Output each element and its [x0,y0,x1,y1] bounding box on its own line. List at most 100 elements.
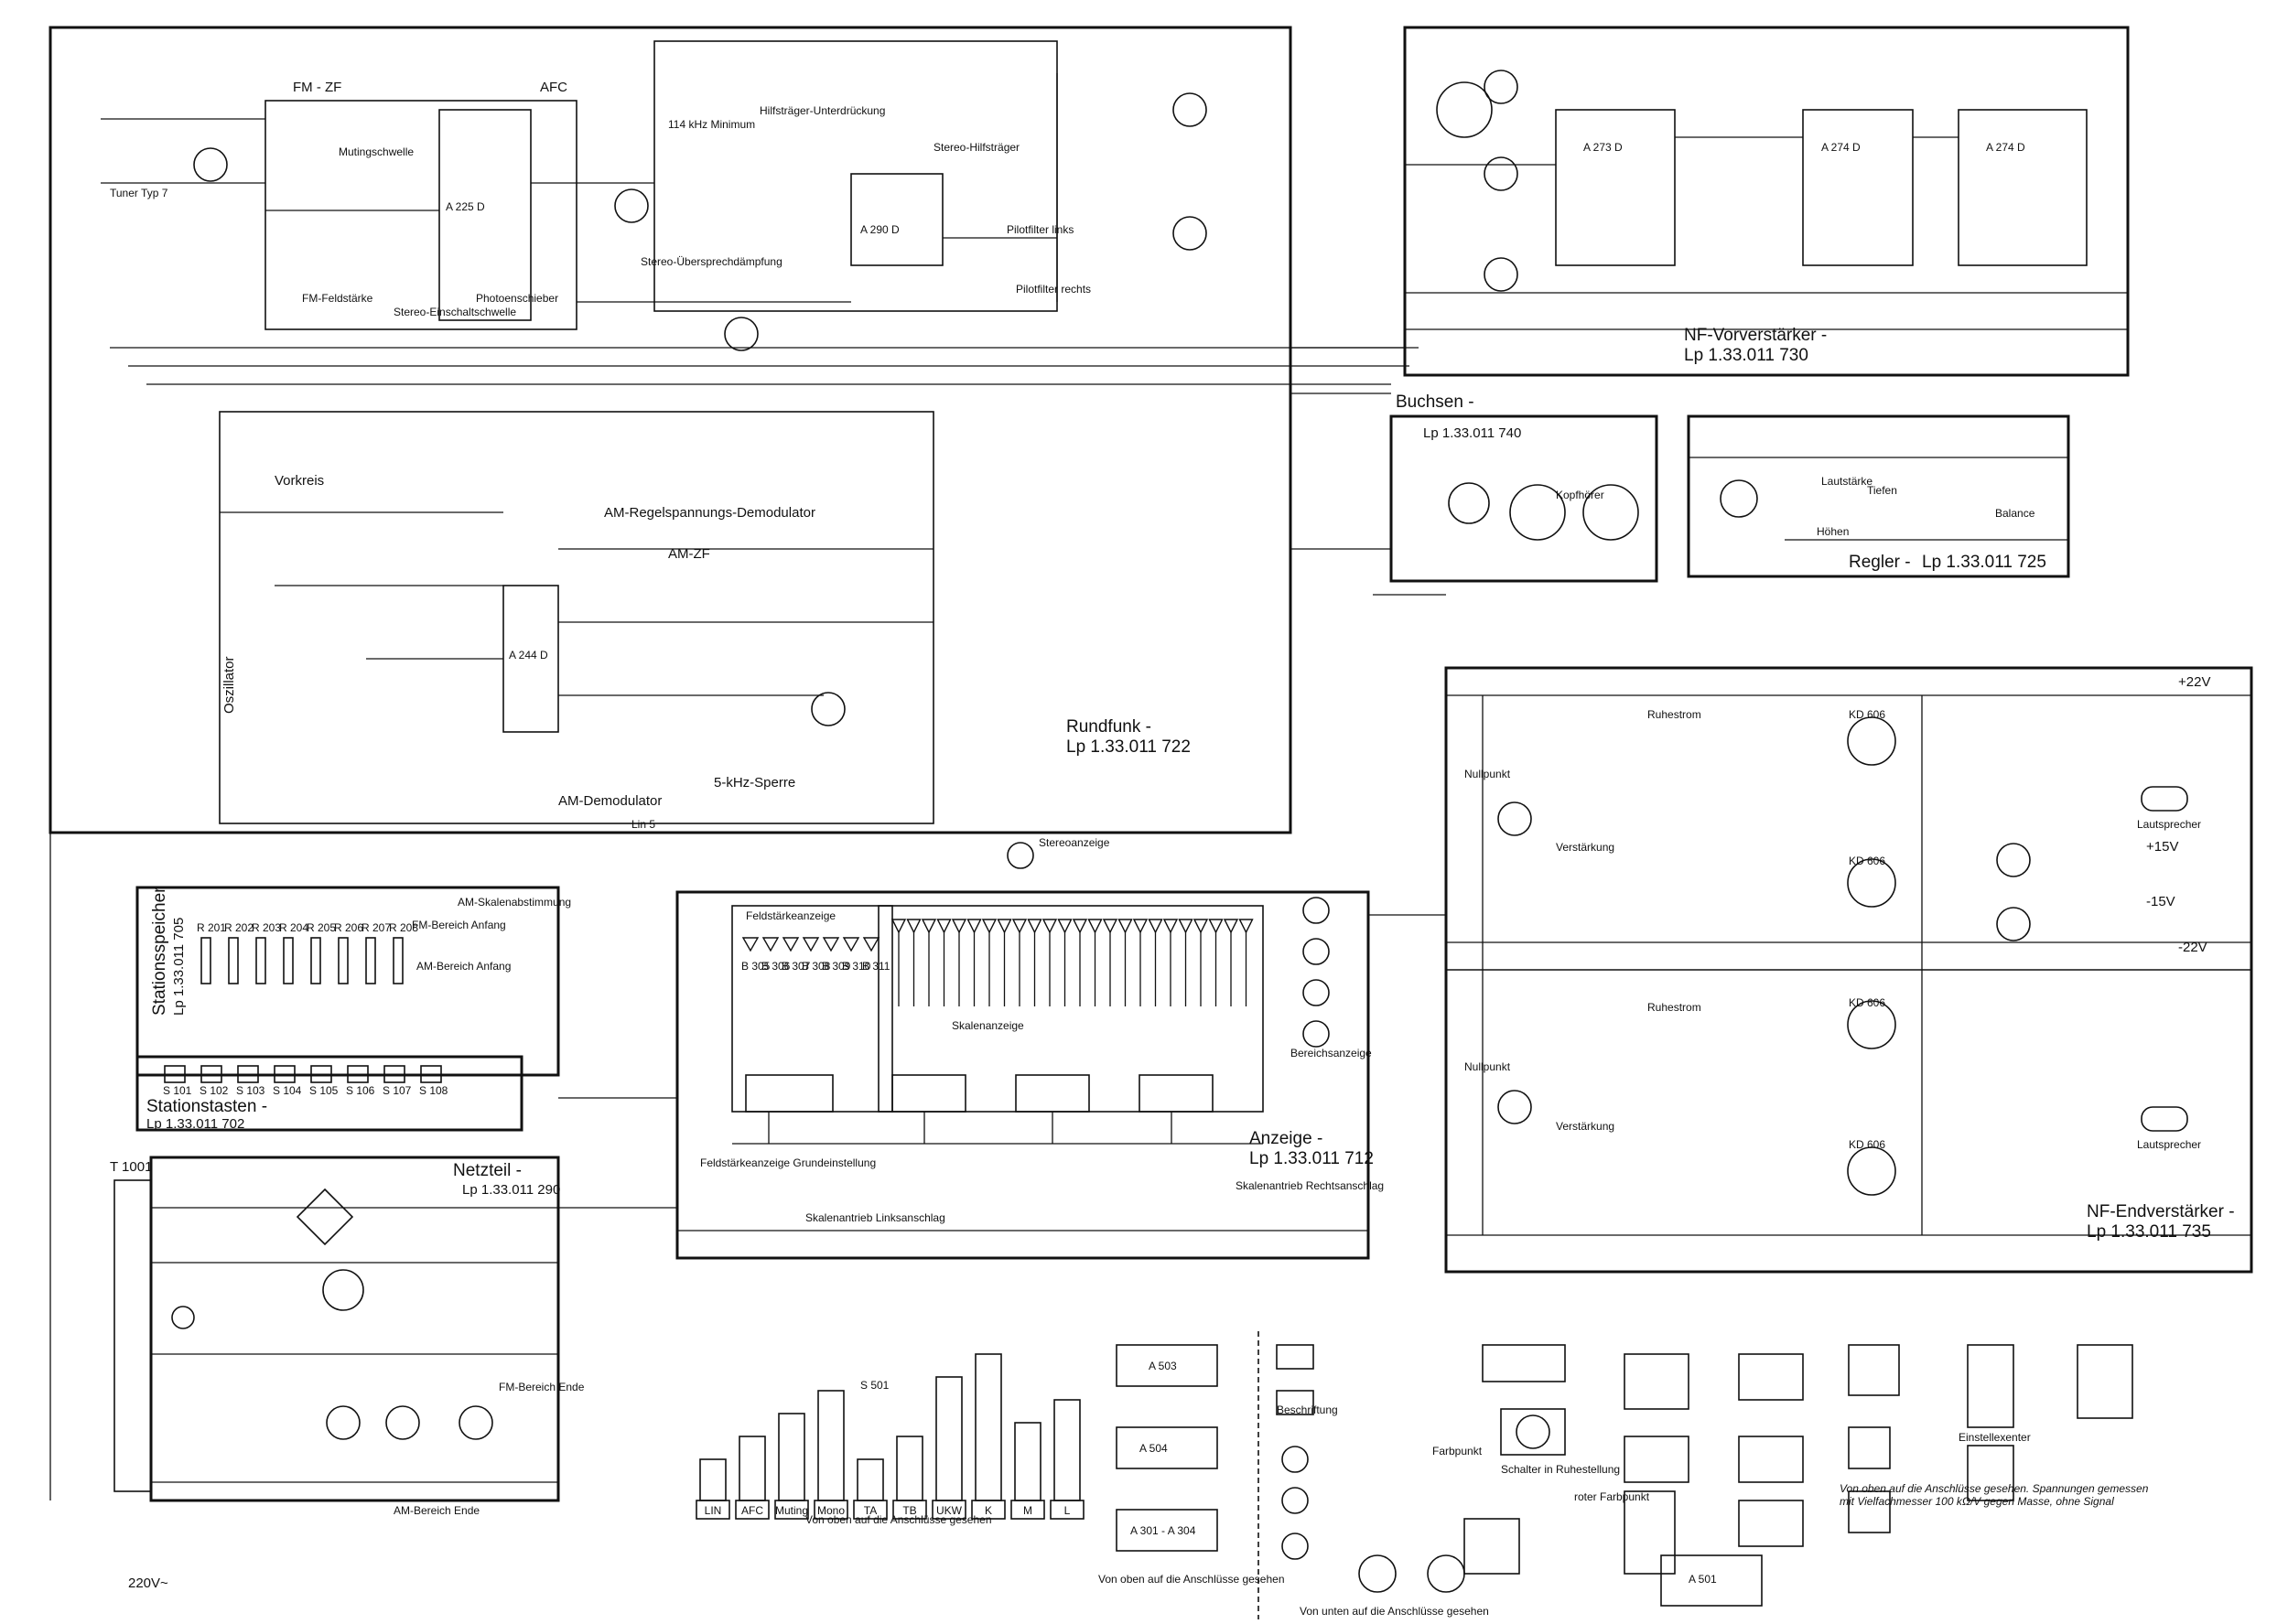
switch-key-pins [817,1390,845,1501]
am-ende-label: AM-Bereich Ende [394,1504,480,1517]
nullpunkt-label: Nullpunkt [1464,768,1511,780]
station-pot [365,937,376,984]
station-button [164,1065,186,1083]
switch-key-cap [735,1500,770,1520]
skalen-led [1193,919,1209,934]
fm-anfang-label: FM-Bereich Anfang [412,919,506,931]
rundfunk-code: Lp 1.33.011 722 [1066,737,1191,757]
station-pot [310,937,321,984]
station-button-label: S 104 [273,1084,302,1097]
station-pot-label: R 206 [334,921,363,934]
switch-key-label: L [1064,1504,1071,1517]
b303-led [1302,979,1330,1006]
skalen-led [951,919,967,934]
skalen-led [1148,919,1163,934]
feldstaerke-led [842,937,860,952]
switch-key-pins [1053,1399,1081,1501]
station-pot [393,937,404,984]
pilot-rechts-label: Pilotfilter rechts [1016,283,1091,296]
ic-note: Von oben auf die Anschlüsse gesehen [1098,1573,1285,1586]
balance-label: Balance [1995,507,2035,520]
afc-label: AFC [540,80,567,95]
nullpunkt-label-2: Nullpunkt [1464,1060,1511,1073]
a225-ic [438,109,532,321]
switch-key-pins [699,1458,727,1501]
switch-key-label: LIN [705,1504,722,1517]
nf-vor-code: Lp 1.33.011 730 [1684,346,1808,365]
a301-ic [745,1074,834,1113]
skalen-led [1238,919,1254,934]
feldstaerke-block [731,905,893,1113]
station-pot-label: R 202 [224,921,254,934]
switch-key-cap [1050,1500,1085,1520]
switch-key-label: M [1023,1504,1032,1517]
switch-key-pins [857,1458,884,1501]
muting-label: Mutingschwelle [339,145,414,158]
a274-label: A 274 D [1821,141,1861,154]
bridge-rectifier [296,1188,354,1246]
a504-pinout [1116,1426,1218,1469]
t1001-label: T 1001 [110,1159,152,1175]
hilfstraeger-label: Hilfsträger-Unterdrückung [760,104,885,117]
switch-key-pins [1014,1422,1041,1501]
nf-vorverstaerker-board: A 273 D A 274 D A 274 D NF-Vorverstärker… [1403,26,2130,377]
skalen-led [921,919,937,934]
tiefen-label: Tiefen [1867,484,1897,497]
station-pot [228,937,239,984]
din-socket-3 [1582,484,1639,541]
vorkreis-label: Vorkreis [275,473,324,489]
a302-ic [891,1074,966,1113]
station-board: Stationsspeicher Lp 1.33.011 705 R 201R … [135,886,571,1132]
station-button-label: S 102 [200,1084,229,1097]
regler-title: Regler - [1849,553,1911,572]
station-button-label: S 101 [163,1084,192,1097]
skalen-led [966,919,982,934]
kd606-4: KD 606 [1849,1138,1885,1151]
station-button [310,1065,332,1083]
din-socket-2 [1509,484,1566,541]
feldstaerke-led [822,937,840,952]
rundfunk-title: Rundfunk - [1066,717,1151,737]
station-pot-label: R 201 [197,921,226,934]
b302-led [1302,938,1330,965]
connector-pinouts: Schalter in Ruhestellung roter Farbpunkt… [1463,1344,2133,1607]
transistor-pinouts: Beschriftung Farbpunkt Von unten auf die… [1257,1331,1489,1619]
switch-key-pins [975,1353,1002,1501]
kd606-2: KD 606 [1849,855,1885,867]
a303-ic [1015,1074,1090,1113]
a301-label: A 301 - A 304 [1130,1524,1196,1537]
skalen-led [1117,919,1133,934]
s501-note: Von oben auf die Anschlüsse gesehen [805,1513,992,1526]
station-button [420,1065,442,1083]
ueberspr-label: Stereo-Übersprechdämpfung [641,255,782,268]
khz-sperre-label: 5-kHz-Sperre [714,775,795,790]
s501-label: S 501 [860,1379,890,1392]
feldstaerke-led [782,937,800,952]
transformer [113,1179,152,1492]
buchsen-board: Buchsen - Lp 1.33.011 740 Kopfhörer [1389,393,1658,583]
a225-label: A 225 D [446,200,485,213]
switch-key-label: K [985,1504,992,1517]
station-pot [255,937,266,984]
stationsspeicher-title: Stationsspeicher [150,887,169,1016]
feldstaerke-led [862,937,880,952]
ic-pinouts: A 503 A 504 A 301 - A 304 Von oben auf d… [1098,1344,1285,1586]
minus15-label: -15V [2146,894,2175,909]
plus22-label: +22V [2178,674,2210,690]
einstellexenter-label: Einstellexenter [1959,1431,2031,1444]
switch-key-pins [896,1436,923,1501]
stereoanzeige-label: Stereoanzeige [1039,836,1110,849]
switch-key-label: Muting [775,1504,808,1517]
ruhestrom-label-2: Ruhestrom [1647,1001,1701,1014]
stereo-hilfstraeger-label: Stereo-Hilfsträger [934,141,1020,154]
speaker-x841 [2141,786,2188,812]
anzeige-title: Anzeige - [1249,1129,1322,1148]
ruhestrom-label: Ruhestrom [1647,708,1701,721]
skalen-led [1041,919,1058,934]
skalen-led [1132,919,1149,934]
station-button [200,1065,222,1083]
schalter-ruhe-label: Schalter in Ruhestellung [1501,1463,1620,1476]
station-button [237,1065,259,1083]
